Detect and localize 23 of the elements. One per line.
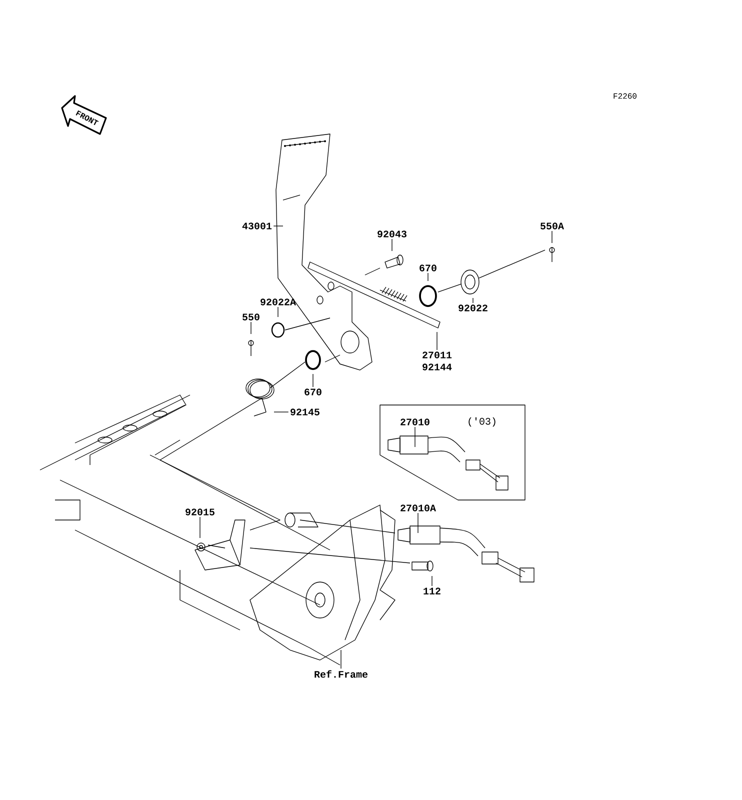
callout-number: 112: [424, 588, 440, 594]
callout-number: Ref.Frame: [314, 670, 368, 678]
leader-line: [414, 426, 416, 448]
year-note: ('03): [468, 417, 496, 427]
callout-number: 27011 92144: [422, 352, 452, 370]
callout-number: 670: [420, 264, 436, 272]
leader-line: [312, 374, 314, 388]
callout-number: 27010: [400, 418, 430, 426]
leader-line: [340, 650, 342, 669]
callout-number: 43001: [242, 222, 272, 230]
leader-line: [472, 298, 474, 304]
callout-number: 550A: [540, 222, 564, 230]
sheet-number: F2260: [614, 93, 636, 99]
callout-number: 550: [242, 314, 260, 320]
callout-number: 92022: [458, 304, 488, 312]
leader-line: [250, 322, 252, 334]
callout-number: 670: [304, 388, 322, 396]
leader-line: [436, 332, 438, 350]
callout-number: 92043: [378, 230, 406, 238]
callout-number: 92145: [290, 408, 320, 416]
callout-number: 92022A: [260, 298, 296, 306]
callout-number: 27010A: [400, 504, 436, 512]
callout-number: 92015: [186, 508, 214, 516]
